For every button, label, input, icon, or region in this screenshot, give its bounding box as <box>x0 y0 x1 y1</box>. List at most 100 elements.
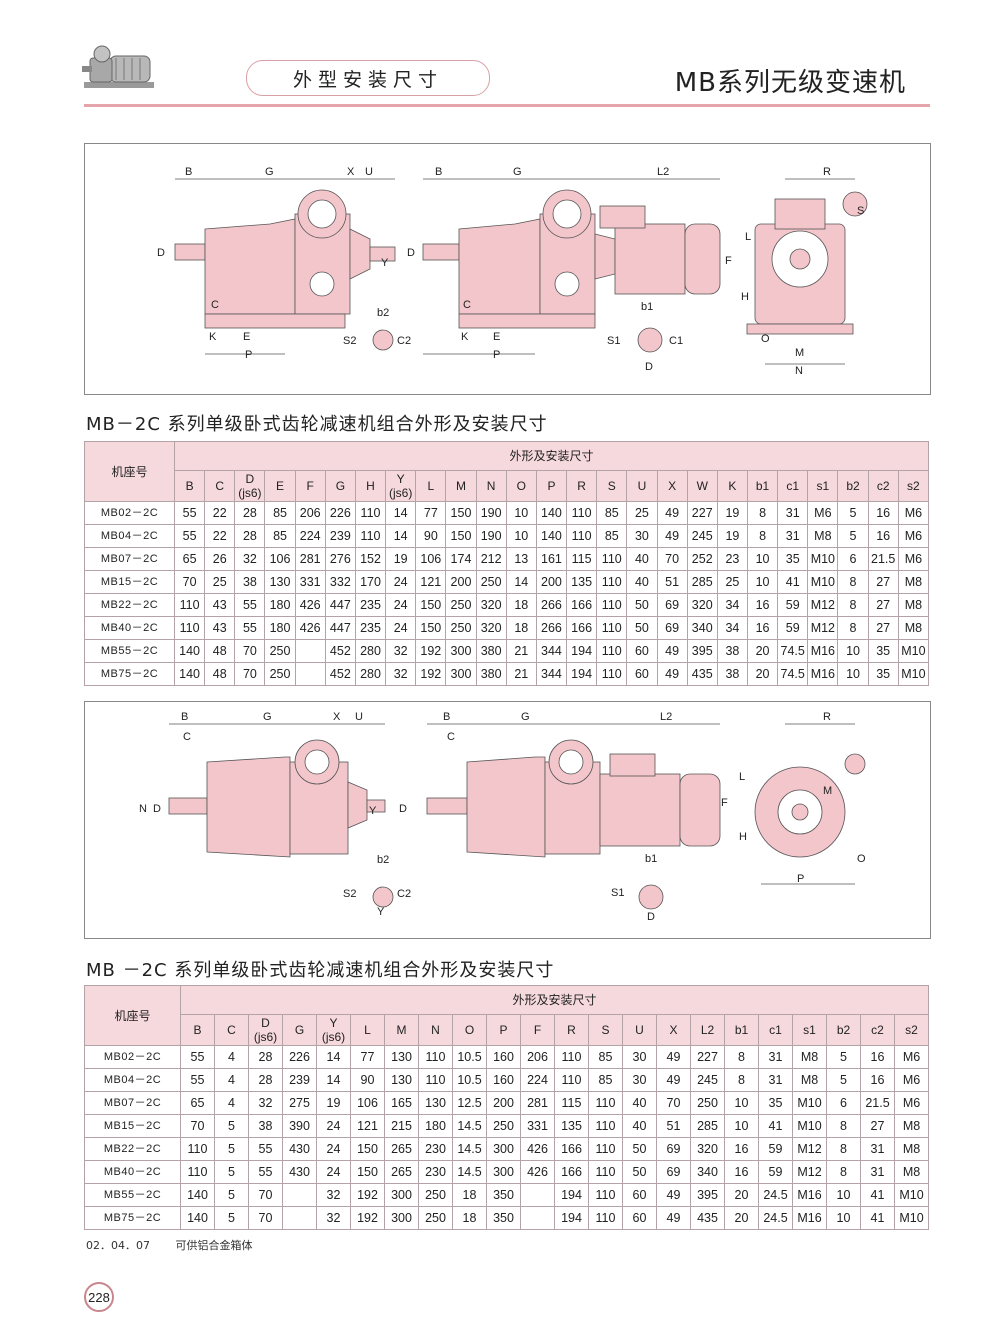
value-cell: 430 <box>282 1160 317 1184</box>
value-cell: 10 <box>724 1091 759 1115</box>
column-header: b1 <box>724 1014 759 1046</box>
value-cell: 55 <box>180 1045 215 1069</box>
value-cell: M8 <box>894 1137 929 1161</box>
value-cell: M6 <box>897 547 930 571</box>
value-cell: 28 <box>248 1045 283 1069</box>
value-cell: 380 <box>475 662 507 686</box>
value-cell: 170 <box>354 570 387 594</box>
value-cell: 250 <box>418 1206 453 1230</box>
column-header: P <box>486 1014 521 1046</box>
svg-text:U: U <box>365 166 373 178</box>
svg-text:S2: S2 <box>343 335 356 347</box>
value-cell: M12 <box>792 1137 827 1161</box>
column-header: U <box>622 1014 657 1046</box>
column-header: B <box>173 470 206 502</box>
value-cell: 5 <box>837 524 869 548</box>
value-cell: 27 <box>867 570 899 594</box>
value-cell: 6 <box>837 547 869 571</box>
section-tab: 外型安装尺寸 <box>246 60 490 96</box>
value-cell: 110 <box>554 1045 589 1069</box>
value-cell: 110 <box>596 547 628 571</box>
value-cell: 426 <box>520 1137 555 1161</box>
value-cell: 8 <box>826 1160 861 1184</box>
svg-text:U: U <box>355 711 363 723</box>
table2-title: MB －2C 系列单级卧式齿轮减速机组合外形及安装尺寸 <box>86 960 555 981</box>
value-cell: 5 <box>826 1045 861 1069</box>
value-cell: 18 <box>452 1183 487 1207</box>
value-cell: 6 <box>826 1091 861 1115</box>
value-cell: 194 <box>554 1183 589 1207</box>
value-cell: 70 <box>248 1183 283 1207</box>
value-cell: 55 <box>180 1068 215 1092</box>
value-cell: 50 <box>622 1160 657 1184</box>
value-cell: 150 <box>445 524 477 548</box>
value-cell: 110 <box>596 639 628 663</box>
series-title: MB系列无级变速机 <box>674 68 906 98</box>
svg-text:P: P <box>245 349 252 361</box>
value-cell: 30 <box>622 1068 657 1092</box>
value-cell: 55 <box>173 524 206 548</box>
value-cell: 5 <box>826 1068 861 1092</box>
value-cell: 331 <box>294 570 326 594</box>
value-cell: 5 <box>214 1160 249 1184</box>
column-header: s1 <box>807 470 839 502</box>
svg-text:Y: Y <box>381 257 389 269</box>
value-cell: 49 <box>656 1206 691 1230</box>
value-cell: 150 <box>415 616 447 640</box>
value-cell: 110 <box>596 570 628 594</box>
value-cell: 8 <box>826 1114 861 1138</box>
value-cell: 40 <box>626 547 658 571</box>
footnote-date: 02．04．07 <box>86 1239 150 1252</box>
value-cell: 452 <box>324 639 356 663</box>
value-cell: 14.5 <box>452 1114 487 1138</box>
value-cell: 20 <box>724 1183 759 1207</box>
value-cell: 19 <box>716 501 748 525</box>
value-cell: 8 <box>837 570 869 594</box>
column-header: C <box>214 1014 249 1046</box>
value-cell: 110 <box>588 1206 623 1230</box>
value-cell: 69 <box>656 593 688 617</box>
value-cell: 59 <box>758 1137 793 1161</box>
value-cell: 10 <box>837 639 869 663</box>
value-cell: 55 <box>234 616 266 640</box>
value-cell: 25 <box>204 570 236 594</box>
value-cell: M10 <box>807 570 839 594</box>
value-cell: 281 <box>520 1091 555 1115</box>
value-cell: M8 <box>897 570 930 594</box>
value-cell: 25 <box>716 570 748 594</box>
value-cell: 110 <box>596 616 628 640</box>
value-cell: 115 <box>554 1091 589 1115</box>
value-cell: 49 <box>656 639 688 663</box>
column-header: D(js6) <box>234 470 266 502</box>
value-cell: 74.5 <box>777 639 809 663</box>
value-cell: 38 <box>234 570 266 594</box>
value-cell: M8 <box>792 1045 827 1069</box>
footnote-note: 可供铝合金箱体 <box>175 1239 253 1252</box>
value-cell: 320 <box>686 593 718 617</box>
value-cell: 35 <box>758 1091 793 1115</box>
value-cell: 20 <box>746 662 779 686</box>
svg-text:D: D <box>647 911 655 923</box>
value-cell: 41 <box>860 1206 895 1230</box>
value-cell: 32 <box>385 639 417 663</box>
value-cell: M10 <box>894 1206 929 1230</box>
value-cell: 21.5 <box>860 1091 895 1115</box>
value-cell: 331 <box>520 1114 555 1138</box>
value-cell: 40 <box>622 1114 657 1138</box>
value-cell: 110 <box>588 1091 623 1115</box>
svg-text:C: C <box>463 299 471 311</box>
svg-text:D: D <box>399 803 407 815</box>
value-cell: 435 <box>686 662 718 686</box>
value-cell: 106 <box>264 547 296 571</box>
value-cell: 35 <box>867 639 899 663</box>
value-cell: 227 <box>690 1045 725 1069</box>
value-cell: 16 <box>746 593 779 617</box>
svg-text:R: R <box>823 166 831 178</box>
value-cell: 70 <box>234 639 266 663</box>
value-cell: 24 <box>316 1114 351 1138</box>
model-cell: MB15－2C <box>84 1114 181 1138</box>
value-cell: 250 <box>418 1183 453 1207</box>
svg-text:E: E <box>243 331 250 343</box>
